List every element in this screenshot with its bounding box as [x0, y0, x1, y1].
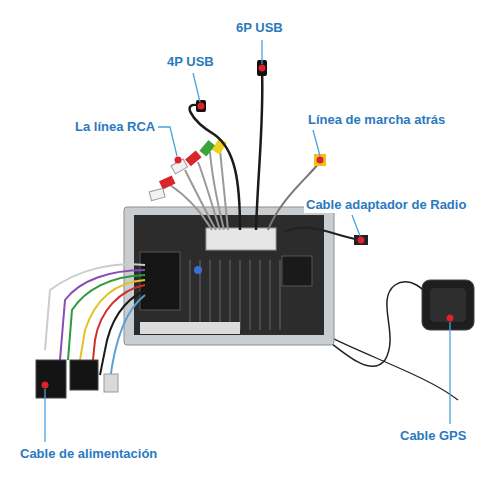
- power-harness: [100, 290, 145, 375]
- head-unit: [194, 266, 202, 274]
- head-unit: [282, 256, 312, 286]
- rca-plugs: [149, 188, 165, 200]
- head-unit: [209, 260, 211, 330]
- head-unit: [259, 260, 261, 330]
- rca-plugs: [185, 150, 202, 166]
- callout-dots: [447, 315, 454, 322]
- callout-dots: [42, 382, 49, 389]
- head-unit: [206, 228, 276, 250]
- head-unit: [134, 215, 324, 335]
- head-unit: [219, 260, 221, 330]
- reverse-radio-wires: [268, 162, 320, 230]
- head-unit: [249, 260, 251, 330]
- callout-dots: [259, 65, 266, 72]
- power-connectors: [36, 360, 66, 398]
- callout-label: 4P USB: [165, 54, 216, 70]
- usb-plugs: [196, 100, 206, 112]
- power-harness: [60, 270, 145, 360]
- callout-label: Cable de alimentación: [18, 446, 159, 462]
- head-unit: [189, 260, 191, 330]
- callout-label: Cable GPS: [398, 428, 468, 444]
- leader-lines: [261, 40, 262, 64]
- radio-plug: [354, 235, 368, 245]
- rca-plugs: [149, 138, 227, 201]
- head-unit: [239, 260, 241, 330]
- head-unit: [269, 260, 271, 330]
- power-connectors: [104, 374, 118, 392]
- rca-wires: [170, 150, 228, 230]
- usb-cables: [190, 70, 263, 230]
- reverse-radio-wires: [284, 227, 360, 240]
- rca-wires: [220, 150, 228, 230]
- power-connectors: [70, 360, 98, 390]
- head-unit: [190, 260, 280, 330]
- leader-lines: [313, 130, 320, 156]
- rca-plugs: [199, 140, 215, 157]
- callout-dots: [317, 157, 324, 164]
- leader-lines: [449, 322, 450, 424]
- callout-dots: [198, 103, 205, 110]
- callout-label: Línea de marcha atrás: [306, 112, 447, 128]
- gps-antenna: [422, 280, 474, 330]
- leader-lines: [158, 127, 177, 156]
- head-unit: [140, 252, 180, 310]
- callout-dots: [42, 65, 454, 389]
- leader-lines: [352, 215, 360, 236]
- power-harness: [80, 280, 145, 360]
- power-connectors: [36, 360, 118, 398]
- head-unit: [279, 260, 281, 330]
- leader-lines: [45, 40, 450, 442]
- head-unit: [229, 260, 231, 330]
- leader-lines: [44, 389, 45, 442]
- usb-cables: [256, 70, 262, 230]
- callout-label: 6P USB: [234, 20, 285, 36]
- callout-dots: [358, 237, 365, 244]
- callout-dots: [175, 157, 182, 164]
- power-harness: [45, 264, 145, 350]
- gps-antenna: [430, 288, 466, 322]
- power-harness: [92, 285, 145, 370]
- head-unit: [140, 322, 240, 334]
- power-harness: [110, 295, 145, 380]
- rca-plugs: [159, 175, 175, 189]
- callout-label: Cable adaptador de Radio: [304, 197, 468, 213]
- leader-lines: [193, 73, 200, 102]
- gps-antenna: [422, 280, 474, 330]
- callout-label: La línea RCA: [73, 119, 157, 135]
- usb-cables: [190, 105, 240, 230]
- rca-wires: [170, 185, 212, 230]
